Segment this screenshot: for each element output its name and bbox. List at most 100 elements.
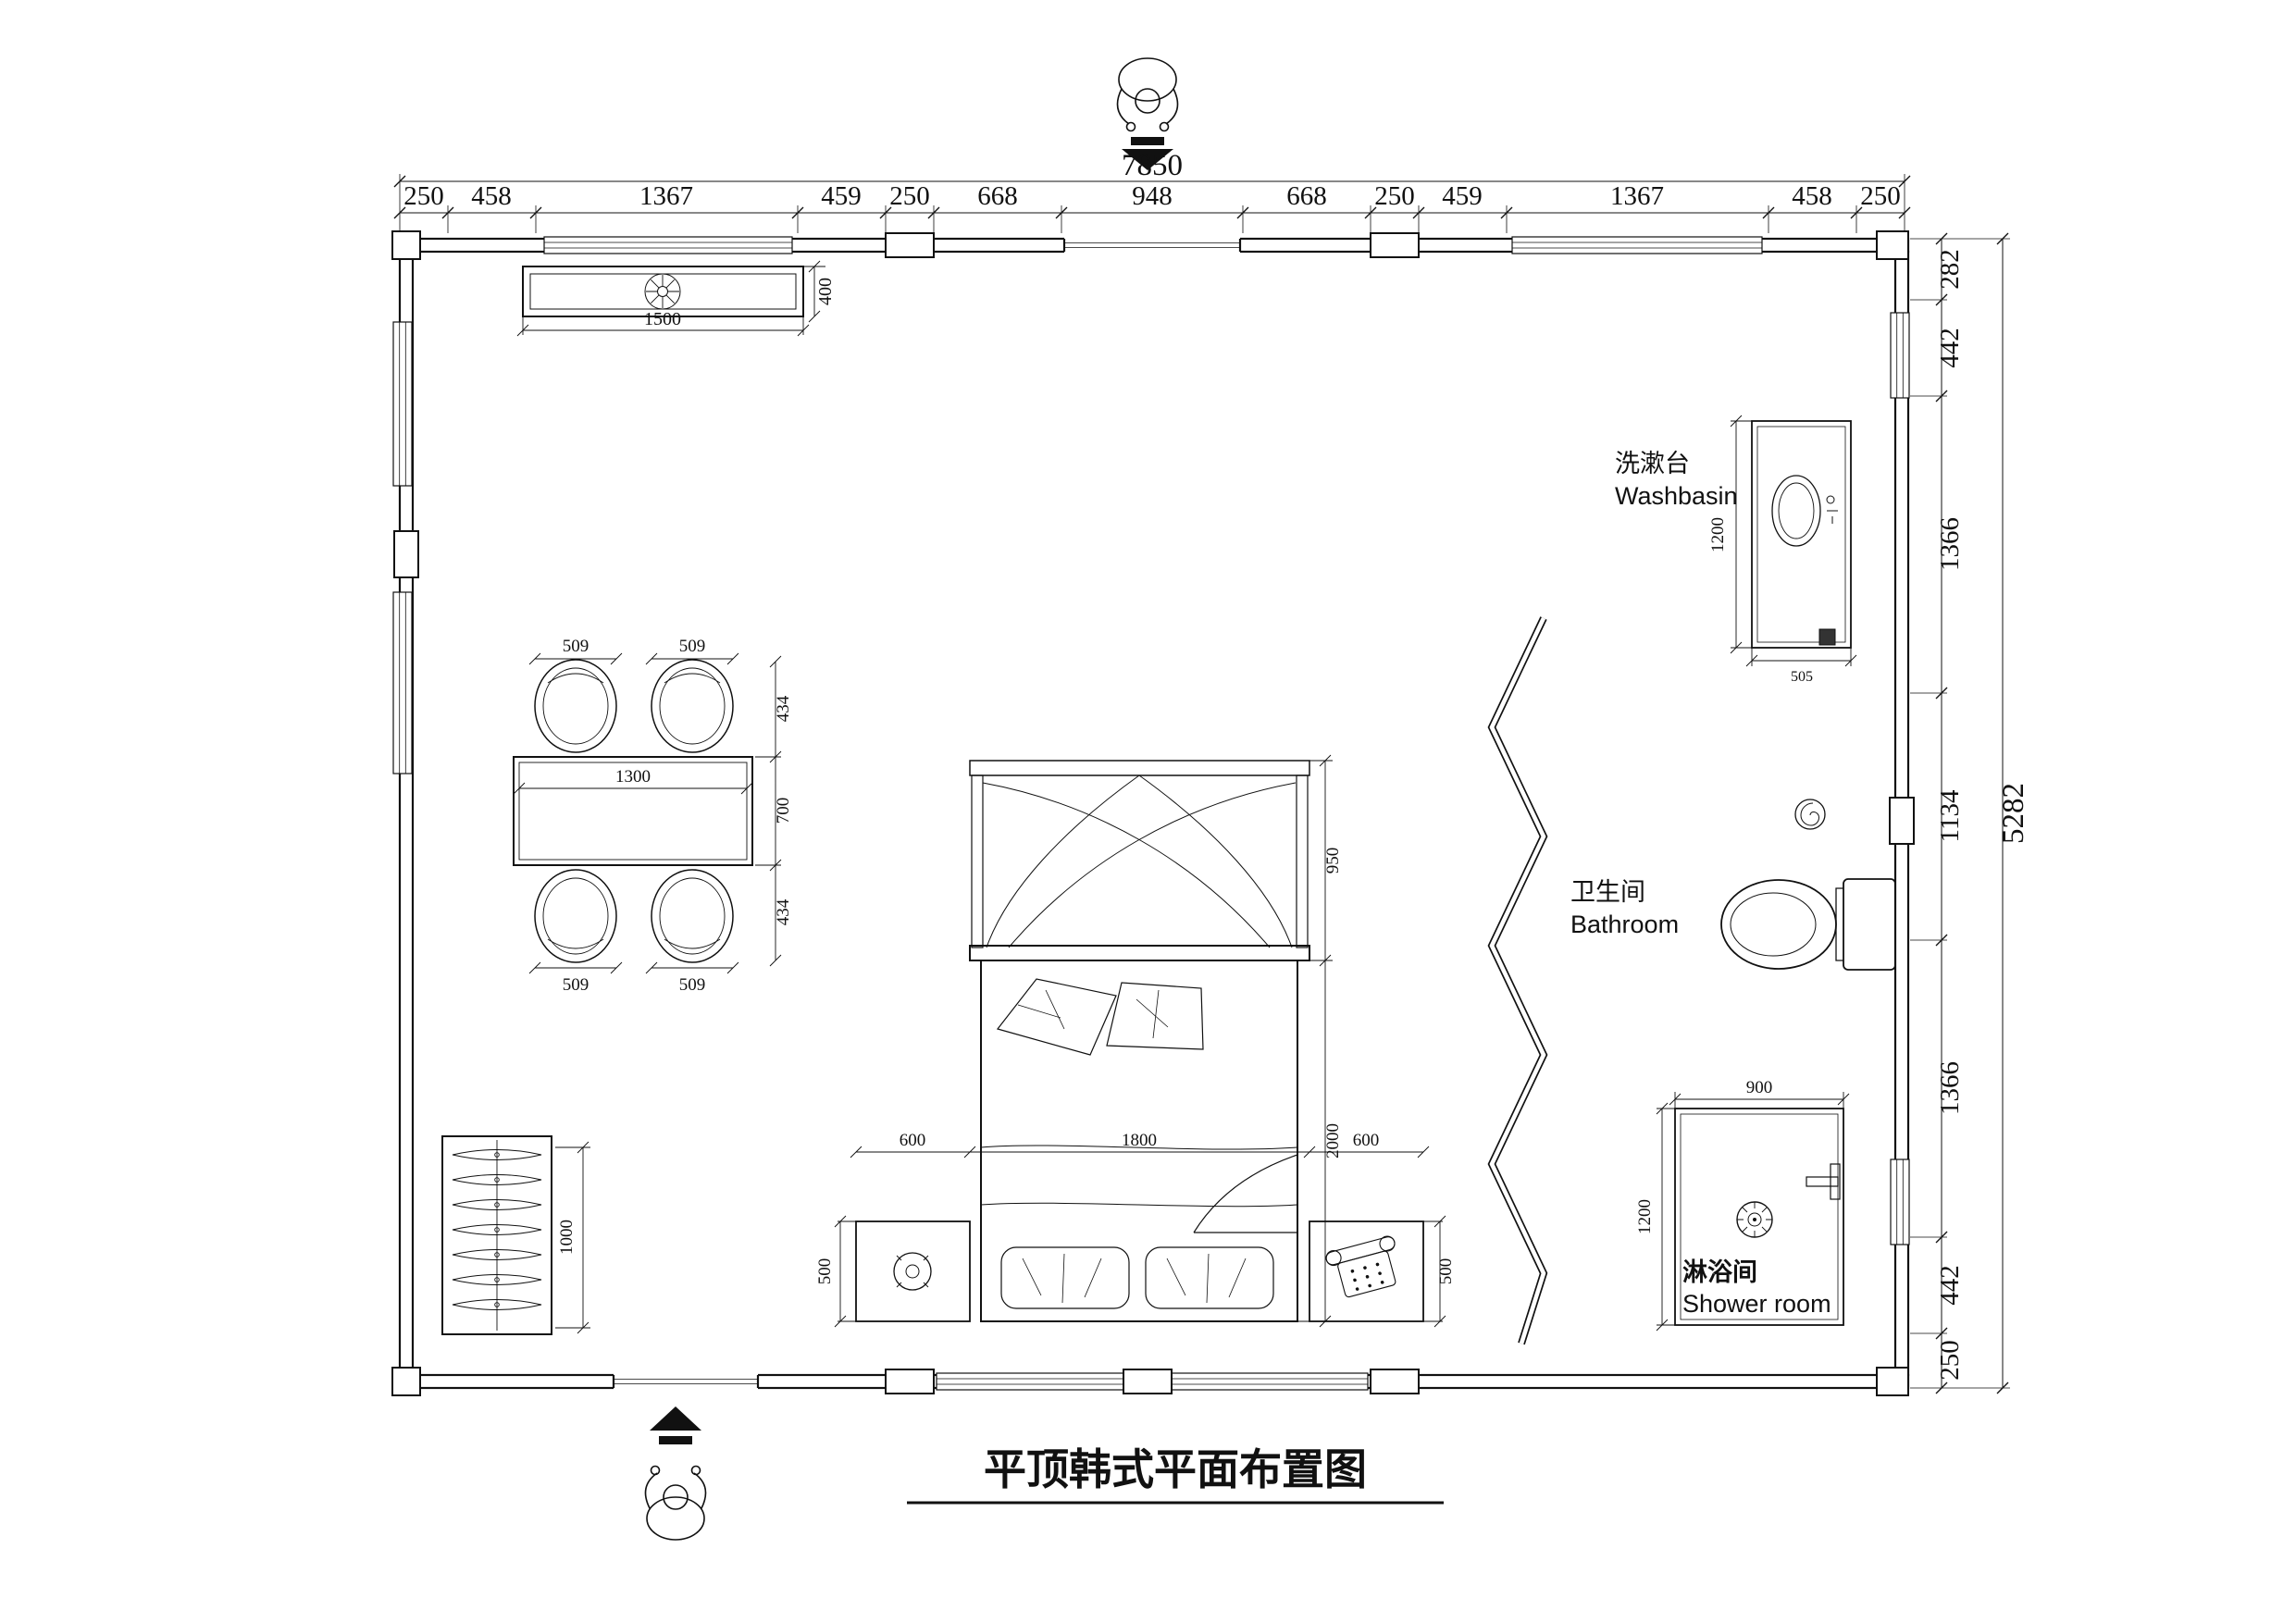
dim-bed-row-2: 600 <box>1353 1131 1380 1150</box>
foot-cushion-right <box>1145 1246 1274 1309</box>
dim-top-seg-9: 459 <box>1442 181 1483 211</box>
dim-tv-depth: 400 <box>815 278 836 305</box>
dim-chair-bottom-left: 509 <box>563 975 590 995</box>
pillow-right <box>1106 982 1204 1050</box>
dim-bed-row-0: 600 <box>900 1131 926 1150</box>
dim-top-seg-0: 250 <box>403 181 444 211</box>
dim-shower-depth: 1200 <box>1635 1199 1655 1234</box>
dim-right-seg-0: 282 <box>1935 249 1965 290</box>
top-dim-ticks <box>393 175 1911 219</box>
canopy-post-left <box>971 774 984 948</box>
nightstand-right <box>1309 1220 1424 1322</box>
nightstand-left <box>855 1220 971 1322</box>
dim-top-total: 7850 <box>1122 149 1183 182</box>
dim-bed-canopy: 950 <box>1323 848 1343 874</box>
dim-chair-bottom-right: 509 <box>679 975 706 995</box>
dim-top-seg-2: 1367 <box>639 181 693 211</box>
shower-label-cn: 淋浴间 <box>1682 1258 1757 1286</box>
blanket <box>980 1145 1298 1233</box>
entry-arrow-up-icon <box>650 1406 701 1444</box>
bathroom-label-cn: 卫生间 <box>1570 878 1645 906</box>
dim-right-seg-2: 1366 <box>1935 517 1965 571</box>
washstand-dim-lines <box>1730 415 1857 667</box>
dim-top-seg-4: 250 <box>889 181 930 211</box>
window-top-right <box>1511 236 1763 254</box>
dim-nightstand-left: 500 <box>815 1258 835 1285</box>
window-right-upper <box>1890 312 1910 399</box>
floor-drain-spiral-icon <box>1794 799 1826 830</box>
bed <box>969 760 1310 1322</box>
window-left-lower <box>392 591 413 774</box>
wardrobe-dim-lines <box>555 1141 590 1334</box>
dim-dining-side-1: 700 <box>774 798 793 824</box>
sink-icon <box>1771 475 1838 547</box>
dim-top-seg-7: 668 <box>1286 181 1327 211</box>
zigzag-partition <box>1487 616 1548 1345</box>
top-dimension-chain: 7850 250 458 1367 459 250 668 948 668 25… <box>393 149 1911 233</box>
washbasin-counter <box>1751 420 1852 649</box>
tv-cabinet: 1500 400 <box>516 260 836 337</box>
shower-label-en: Shower room <box>1682 1290 1831 1318</box>
washbasin-label-en: Washbasin <box>1615 482 1738 510</box>
dim-top-seg-8: 250 <box>1374 181 1415 211</box>
canopy-post-right <box>1296 774 1309 948</box>
right-extension-lines <box>1910 238 2010 1389</box>
telephone-icon <box>1325 1235 1396 1298</box>
dim-wardrobe-depth: 1000 <box>557 1220 577 1255</box>
entry-arrow-down-icon <box>1122 137 1173 170</box>
dim-bed-length: 2000 <box>1323 1123 1343 1158</box>
dim-top-seg-10: 1367 <box>1610 181 1664 211</box>
dim-right-seg-3: 1134 <box>1935 789 1965 842</box>
headboard <box>969 945 1310 961</box>
shower-mixer-icon <box>1806 1163 1841 1200</box>
table-lamp-icon <box>893 1252 932 1291</box>
dim-right-seg-6: 250 <box>1935 1340 1965 1381</box>
dim-nightstand-right: 500 <box>1436 1258 1456 1285</box>
dim-bed-row-1: 1800 <box>1122 1131 1157 1150</box>
dining-table <box>513 756 753 866</box>
dim-chair-top-left: 509 <box>563 637 590 656</box>
dim-washstand-length: 1200 <box>1708 517 1728 552</box>
window-left-upper <box>392 321 413 487</box>
dim-dining-side-2: 434 <box>774 898 793 925</box>
title-text: 平顶韩式平面布置图 <box>984 1446 1367 1493</box>
bathroom-label-en: Bathroom <box>1570 911 1679 938</box>
bed-dims: 950 2000 600 1800 600 500 500 <box>815 754 1456 1328</box>
dim-table-width: 1300 <box>615 767 651 787</box>
dim-tv-width: 1500 <box>644 309 681 329</box>
mattress <box>980 960 1298 1322</box>
door-opening-top <box>1062 236 1242 254</box>
dining-chair-bottom-right <box>651 869 734 963</box>
dim-top-seg-3: 459 <box>821 181 862 211</box>
right-dimension-chain: 282 442 1366 1134 1366 442 250 5282 <box>1910 232 2030 1394</box>
dim-shower-width: 900 <box>1746 1078 1773 1097</box>
foot-cushion-left <box>1000 1246 1130 1309</box>
dining-chair-top-right <box>651 659 734 753</box>
window-right-lower <box>1890 1158 1910 1245</box>
top-dim-lines <box>400 180 1905 214</box>
dim-chair-top-right: 509 <box>679 637 706 656</box>
dim-right-seg-5: 442 <box>1935 1265 1965 1306</box>
dining-chair-bottom-left <box>534 869 617 963</box>
washbasin-area: 1200 505 洗漱台 Washbasin <box>1615 415 1857 685</box>
washbasin-label-cn: 洗漱台 <box>1615 450 1690 477</box>
dim-right-seg-4: 1366 <box>1935 1061 1965 1115</box>
shower-room-area: 900 1200 淋浴间 Shower room <box>1635 1078 1850 1332</box>
dining-chair-top-left <box>534 659 617 753</box>
outer-walls <box>398 237 1910 1390</box>
shower-head-icon <box>1736 1201 1773 1238</box>
drain-box-icon <box>1818 628 1836 646</box>
hanger-icons <box>452 1149 542 1310</box>
shower-dim-lines <box>1656 1092 1850 1332</box>
toilet-area: 卫生间 Bathroom <box>1570 799 1896 971</box>
canopy-drapes <box>982 774 1297 948</box>
shower-enclosure <box>1674 1108 1844 1326</box>
window-top-left <box>543 236 793 254</box>
dim-right-seg-1: 442 <box>1935 328 1965 368</box>
ceiling-lamp-icon <box>644 273 681 310</box>
pillow-left <box>996 978 1117 1056</box>
dim-washstand-width: 505 <box>1791 669 1813 685</box>
right-dim-lines <box>1941 239 2004 1388</box>
